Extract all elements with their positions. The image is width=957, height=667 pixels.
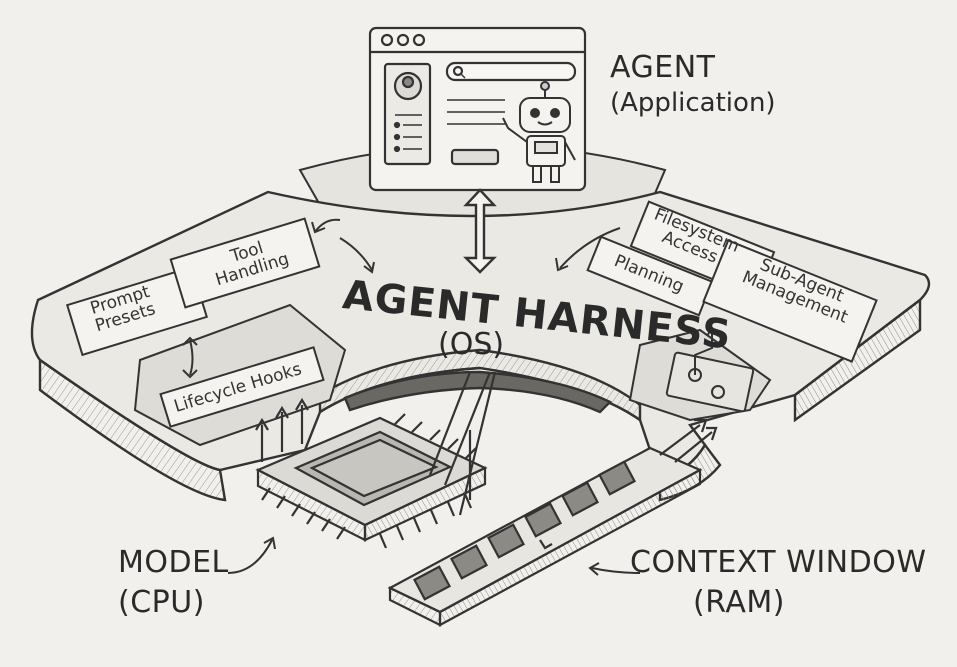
model-title: MODEL bbox=[118, 545, 229, 580]
robot-icon bbox=[502, 81, 576, 183]
agent-subtitle: (Application) bbox=[610, 88, 776, 118]
sub-agent-management-box bbox=[702, 239, 878, 363]
lifecycle-hooks-box bbox=[159, 346, 325, 428]
ram-stick-icon bbox=[387, 371, 718, 627]
right-tray bbox=[628, 328, 772, 422]
harness-subtitle: (OS) bbox=[438, 327, 505, 362]
module-boxes-left bbox=[65, 217, 325, 428]
agent-harness-arrow bbox=[463, 188, 497, 274]
search-icon bbox=[452, 65, 464, 77]
module-boxes-right bbox=[586, 200, 878, 363]
connector-arrows bbox=[182, 218, 719, 379]
tool-handling-box bbox=[169, 217, 321, 309]
agent-title: AGENT bbox=[610, 50, 716, 85]
cpu-chip-icon bbox=[255, 371, 492, 549]
model-subtitle: (CPU) bbox=[118, 585, 205, 620]
label-arrows bbox=[227, 536, 641, 576]
context-subtitle: (RAM) bbox=[693, 585, 785, 620]
context-title: CONTEXT WINDOW bbox=[630, 545, 927, 580]
